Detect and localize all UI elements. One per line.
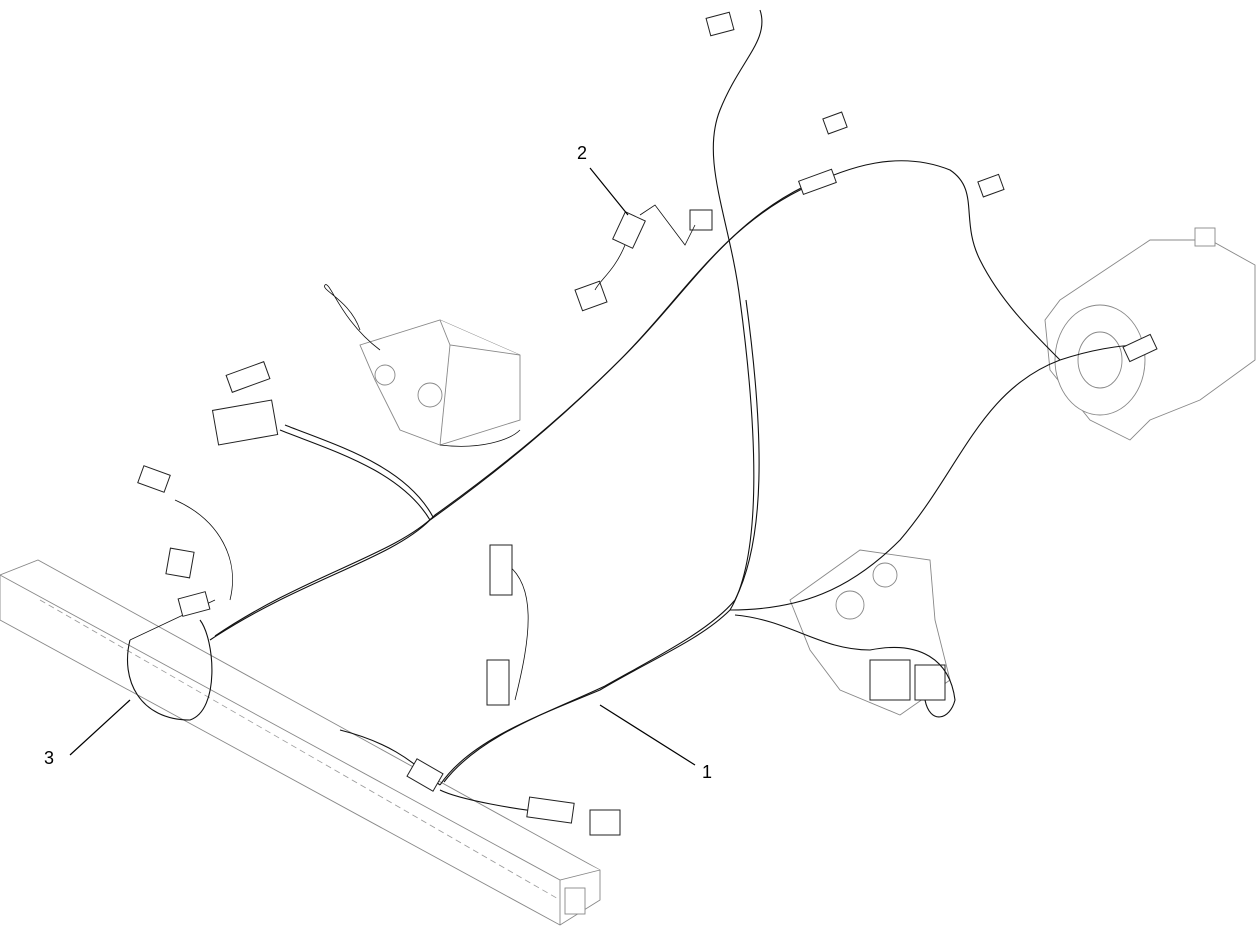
- callout-2: 2: [577, 143, 588, 163]
- clamp: [406, 758, 444, 792]
- hydraulic-pump: [1044, 227, 1256, 441]
- connector: [977, 173, 1005, 198]
- connector: [589, 809, 621, 836]
- connector: [486, 659, 510, 706]
- connectors: [137, 11, 1158, 836]
- callout-3: 3: [44, 748, 55, 768]
- leader-line-3: [69, 699, 131, 756]
- leader-line-1: [599, 704, 696, 766]
- connector: [137, 465, 171, 493]
- main-harness: [126, 9, 1141, 813]
- connector: [225, 361, 271, 393]
- connector: [526, 796, 575, 824]
- connector: [211, 399, 279, 446]
- connector: [797, 168, 837, 196]
- valve-block-right: [789, 549, 951, 716]
- connector: [165, 547, 195, 579]
- frame-tube: [0, 559, 601, 926]
- connector: [822, 111, 848, 135]
- connector: [177, 591, 211, 617]
- connector: [489, 544, 513, 596]
- connector: [705, 11, 735, 37]
- callout-1: 1: [702, 762, 713, 782]
- jumper-harness: [574, 204, 713, 312]
- connector: [1122, 333, 1158, 363]
- leader-line-2: [589, 167, 629, 216]
- valve-block-left: [359, 319, 521, 446]
